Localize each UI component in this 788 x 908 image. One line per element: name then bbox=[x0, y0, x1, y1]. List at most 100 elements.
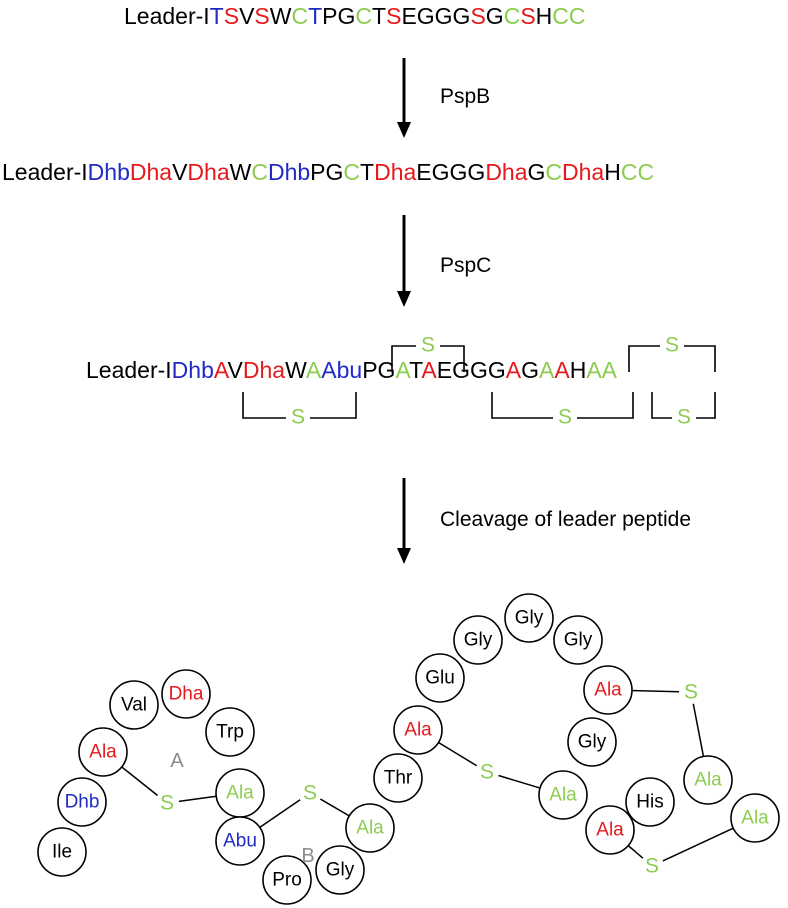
thioether-bond bbox=[319, 798, 350, 817]
sequence-segment: H bbox=[570, 357, 587, 383]
sulfur-label: S bbox=[684, 681, 698, 704]
sequence-segment: A bbox=[539, 357, 555, 383]
residue-ala: Ala bbox=[78, 727, 128, 777]
sequence-segment: G bbox=[521, 357, 539, 383]
residue-label: Dhb bbox=[65, 792, 100, 813]
residue-val: Val bbox=[109, 680, 159, 730]
cleavage-label: Cleavage of leader peptide bbox=[440, 508, 691, 531]
sulfur-label: S bbox=[303, 782, 317, 805]
residue-label: Glu bbox=[425, 668, 455, 689]
bracket-label-bg bbox=[286, 403, 310, 431]
bracket-sulfur-label: S bbox=[291, 406, 305, 429]
residue-circle bbox=[109, 680, 159, 730]
residue-circle bbox=[373, 753, 423, 803]
bracket-sulfur-label: S bbox=[558, 406, 572, 429]
residue-circle bbox=[585, 805, 635, 855]
sequence-segment: Dhb bbox=[88, 159, 130, 185]
sequence-segment: Leader-I bbox=[86, 357, 172, 383]
residue-label: Gly bbox=[578, 732, 607, 753]
sequence-segment: T bbox=[360, 159, 374, 185]
residue-circle bbox=[553, 615, 603, 665]
residue-label: Ala bbox=[89, 742, 117, 763]
sequence-segment: AA bbox=[586, 357, 617, 383]
sequence-segment: T bbox=[372, 3, 386, 29]
sequence-segment: EGGG bbox=[401, 3, 470, 29]
residue-abu: Abu bbox=[215, 816, 265, 866]
sequence-segment: C bbox=[291, 3, 308, 29]
bracket-sulfur-label: S bbox=[665, 334, 679, 357]
bracket-label-bg bbox=[672, 403, 696, 431]
residue-glu: Glu bbox=[415, 653, 465, 703]
sequence-segment: G bbox=[528, 159, 546, 185]
sulfur-label: S bbox=[480, 761, 494, 784]
ring-label-a: A bbox=[170, 750, 184, 772]
thioether-bonds bbox=[121, 689, 734, 862]
residue-label: Gly bbox=[515, 608, 544, 629]
sequence-segment: C bbox=[504, 3, 521, 29]
sulfur-label: S bbox=[645, 855, 659, 878]
thioether-bond bbox=[438, 741, 478, 767]
sequence-segment: Dha bbox=[485, 159, 527, 185]
precursor-sequence: Leader-ITSVSWCTPGCTSEGGGSGCSHCC bbox=[124, 3, 586, 29]
ring-label-b: B bbox=[301, 845, 314, 867]
residue-label: Dha bbox=[169, 684, 204, 705]
sequence-segment: CC bbox=[552, 3, 585, 29]
sequence-segment: H bbox=[536, 3, 553, 29]
sequence-segment: EGGG bbox=[416, 159, 485, 185]
cyclized-sequence: Leader-IDhbAVDhaWAAbuPGATAEGGGAGAAHAA bbox=[86, 357, 618, 383]
residue-gly: Gly bbox=[553, 615, 603, 665]
residue-ala: Ala bbox=[538, 770, 588, 820]
sequence-segment: S bbox=[224, 3, 239, 29]
sequence-segment: A bbox=[506, 357, 522, 383]
sequence-segment: Dha bbox=[187, 159, 229, 185]
residue-ala: Ala bbox=[393, 705, 443, 755]
residue-trp: Trp bbox=[205, 707, 255, 757]
sequence-segment: V bbox=[172, 159, 188, 185]
sequence-segment: C bbox=[343, 159, 360, 185]
sequence-segment: CC bbox=[621, 159, 654, 185]
residue-dha: Dha bbox=[161, 669, 211, 719]
arrow-pspc bbox=[397, 215, 411, 307]
residue-circle bbox=[730, 793, 780, 843]
residue-circle bbox=[315, 845, 365, 895]
sequence-segment: H bbox=[604, 159, 621, 185]
residue-circle bbox=[161, 669, 211, 719]
residue-circle bbox=[538, 770, 588, 820]
thioether-bond bbox=[498, 774, 541, 789]
residue-gly: Gly bbox=[453, 615, 503, 665]
residue-pro: Pro bbox=[262, 855, 312, 905]
residue-label: Gly bbox=[464, 630, 493, 651]
sequence-segment: T bbox=[308, 3, 322, 29]
residue-his: His bbox=[625, 777, 675, 827]
residue-label: His bbox=[636, 792, 663, 813]
residue-circle bbox=[583, 665, 633, 715]
residue-circle bbox=[453, 615, 503, 665]
thioether-bond bbox=[259, 799, 301, 829]
sequence-segment: Dhb bbox=[172, 357, 214, 383]
thioether-bond bbox=[121, 766, 159, 797]
residue-circle bbox=[345, 803, 395, 853]
residue-circle bbox=[262, 855, 312, 905]
bracket-label-bg bbox=[416, 331, 440, 359]
residue-circle bbox=[567, 717, 617, 767]
thioether-bond bbox=[662, 827, 734, 862]
residue-label: Abu bbox=[223, 831, 257, 852]
thioether-bond bbox=[178, 795, 217, 803]
residue-ala: Ala bbox=[585, 805, 635, 855]
residue-label: Ala bbox=[594, 680, 622, 701]
residue-circle bbox=[625, 777, 675, 827]
sequence-segment: C bbox=[251, 159, 268, 185]
residue-label: Ala bbox=[741, 808, 769, 829]
sequence-segment: EGGG bbox=[437, 357, 506, 383]
sequence-segment: W bbox=[270, 3, 292, 29]
residue-circle bbox=[78, 727, 128, 777]
sequence-segment: S bbox=[254, 3, 269, 29]
residue-label: Thr bbox=[384, 768, 413, 789]
sequence-segment: PG bbox=[322, 3, 355, 29]
sequence-segment: W bbox=[230, 159, 252, 185]
residue-label: Ala bbox=[356, 818, 384, 839]
sequence-segment: A bbox=[395, 357, 411, 383]
sequence-segment: A bbox=[554, 357, 570, 383]
